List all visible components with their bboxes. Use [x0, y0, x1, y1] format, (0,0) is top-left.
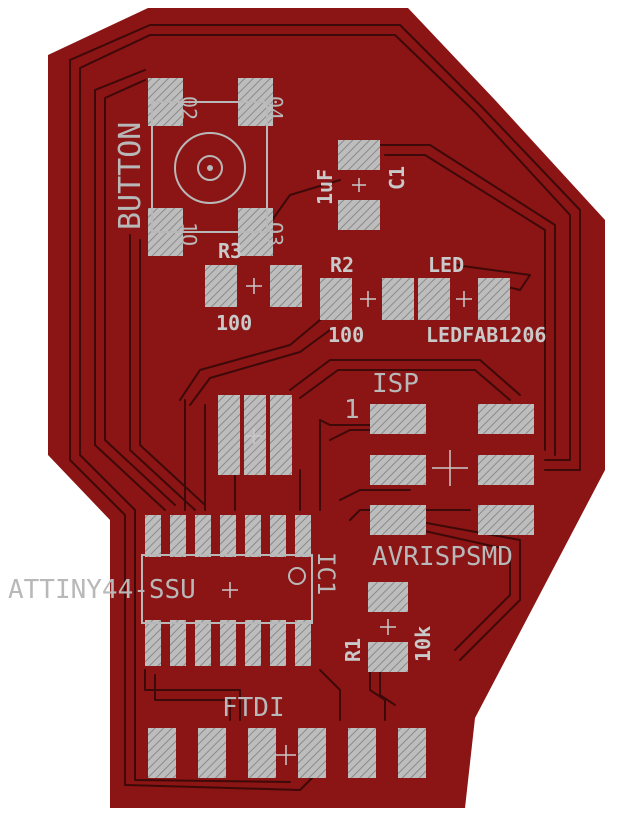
upper-pad-array [218, 395, 292, 475]
ic-pad-bottom [270, 620, 286, 666]
button-inner-circle [197, 155, 223, 181]
ic-pad-top [270, 515, 286, 557]
isp-pin1-label: 1 [344, 395, 360, 425]
ftdi-pad [348, 728, 376, 778]
copper-board [48, 8, 605, 808]
avrispsmd-label: AVRISPSMD [372, 542, 513, 572]
r1-component: R1 10k [341, 582, 435, 672]
ic-pad-top [245, 515, 261, 557]
r2-pad-left [320, 278, 352, 320]
led-value-label: LEDFAB1206 [426, 323, 546, 347]
led-label: LED [428, 253, 464, 277]
r1-value-label: 10k [411, 626, 435, 662]
ic-pad-top [145, 515, 161, 557]
button-outer-circle [174, 132, 246, 204]
r3-component: R3 100 [205, 239, 302, 335]
ic-pad-top [170, 515, 186, 557]
button-pin1-label: 1O [177, 222, 201, 246]
c1-pad-bottom [338, 200, 380, 230]
r3-pad-left [205, 265, 237, 307]
r3-label: R3 [218, 239, 242, 263]
ic-pin1-marker [288, 567, 306, 585]
isp-pad [370, 404, 426, 434]
ic-pad-bottom [195, 620, 211, 666]
ftdi-pad [398, 728, 426, 778]
trace-isolation [69, 24, 581, 791]
ic-pad-top [195, 515, 211, 557]
r2-label: R2 [330, 253, 354, 277]
led-component: LED LEDFAB1206 [418, 253, 546, 347]
r3-pad-right [270, 265, 302, 307]
ic-pad-bottom [220, 620, 236, 666]
isp-pad [478, 505, 534, 535]
c1-pad-top [338, 140, 380, 170]
isp-component: ISP 1 AVRISPSMD [344, 369, 534, 572]
r1-label: R1 [341, 638, 365, 662]
ic-pad-top [295, 515, 311, 557]
isp-pad [478, 455, 534, 485]
r1-pad-bottom [368, 642, 408, 672]
r2-value-label: 100 [328, 323, 364, 347]
ic-outline [141, 554, 313, 624]
ftdi-pad [148, 728, 176, 778]
ic-pad-bottom [295, 620, 311, 666]
button-pin3-label: O3 [263, 222, 287, 246]
ic-pad-bottom [245, 620, 261, 666]
button-pin2-label: 02 [177, 96, 201, 120]
ftdi-label: FTDI [222, 693, 285, 723]
led-pad-right [478, 278, 510, 320]
c1-label: C1 [385, 166, 409, 190]
isp-pad [370, 505, 426, 535]
attiny-label: ATTINY44-SSU [8, 575, 196, 605]
button-component: 02 04 1O O3 BUTTON [113, 78, 287, 256]
button-label: BUTTON [113, 122, 148, 230]
r2-pad-right [382, 278, 414, 320]
isp-pad [370, 455, 426, 485]
button-center-dot [207, 165, 213, 171]
c1-component: 1uF C1 [313, 140, 409, 230]
upper-pad [244, 395, 266, 475]
button-pin4-label: 04 [263, 96, 287, 120]
isp-pad [478, 404, 534, 434]
ic1-label: IC1 [312, 552, 340, 595]
r1-pad-top [368, 582, 408, 612]
ftdi-pad [198, 728, 226, 778]
attiny-component: ATTINY44-SSU IC1 [8, 515, 340, 666]
button-outline [151, 101, 268, 233]
upper-pad [270, 395, 292, 475]
r2-component: R2 100 [320, 253, 414, 347]
ftdi-pad [298, 728, 326, 778]
led-pad-left [418, 278, 450, 320]
ftdi-component: FTDI [148, 693, 426, 778]
ftdi-pad [248, 728, 276, 778]
c1-value-label: 1uF [313, 169, 337, 205]
isp-label: ISP [372, 369, 419, 399]
r3-value-label: 100 [216, 311, 252, 335]
ic-pad-bottom [170, 620, 186, 666]
ic-pad-bottom [145, 620, 161, 666]
ic-pad-top [220, 515, 236, 557]
upper-pad [218, 395, 240, 475]
